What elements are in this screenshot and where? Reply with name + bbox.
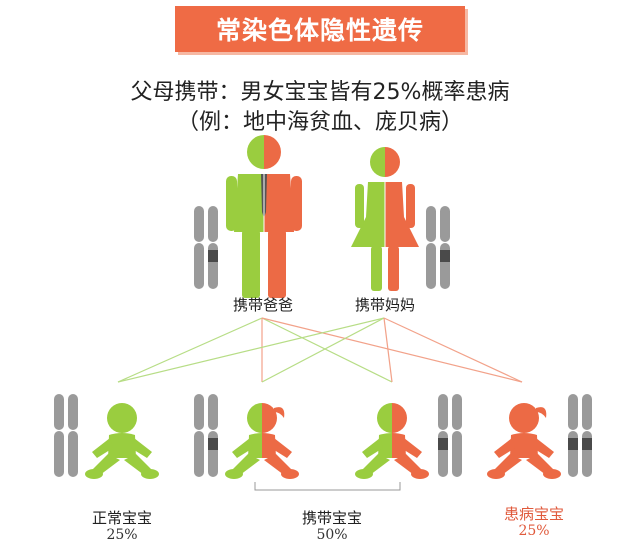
father-figure [226,135,302,298]
mother-chromosome-pair [426,206,450,289]
child4-chromosome-pair [568,394,592,477]
normal-child-label: 正常宝宝 [91,509,152,527]
child-normal-figure [85,403,159,479]
title-text: 常染色体隐性遗传 [215,16,424,45]
child2-chromosome-pair [194,394,218,477]
child-carrier-boy-figure [355,403,429,479]
child-affected-figure [487,403,561,479]
father-label: 携带爸爸 [232,296,293,314]
mother-figure [351,147,419,291]
carrier-bracket [254,482,401,491]
carrier-child-percent: 50% [316,527,348,543]
child1-chromosome-pair [54,394,78,477]
child3-chromosome-pair [438,394,462,477]
child-carrier-girl-figure [225,403,299,479]
normal-child-percent: 25% [106,527,138,543]
carrier-child-label: 携带宝宝 [301,509,362,527]
affected-child-percent: 25% [518,523,550,539]
inheritance-lines [117,317,523,383]
subtitle-line-2: （例：地中海贫血、庞贝病） [176,110,463,135]
father-chromosome-pair [194,206,218,289]
affected-child-label: 患病宝宝 [503,505,564,523]
title-banner: 常染色体隐性遗传 [175,6,465,52]
mother-label: 携带妈妈 [354,296,415,314]
subtitle-line-1: 父母携带：男女宝宝皆有25%概率患病 [130,80,510,105]
